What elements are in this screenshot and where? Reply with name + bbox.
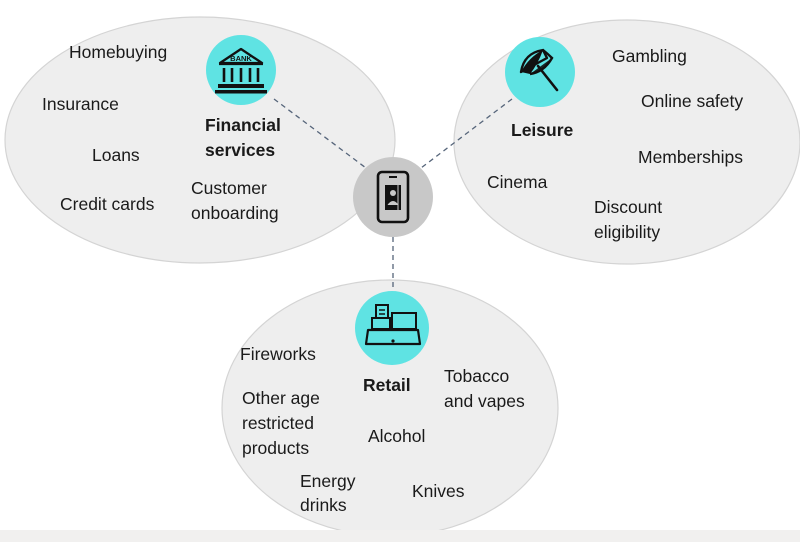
financial-item-customer-onboarding-line2: onboarding bbox=[191, 203, 279, 223]
retail-title: Retail bbox=[363, 375, 411, 395]
leisure-item-memberships: Memberships bbox=[638, 147, 744, 167]
retail-item-other-line1: Other age bbox=[242, 388, 320, 408]
connector-financial bbox=[273, 98, 367, 169]
financial-services-area bbox=[4, 16, 396, 264]
leisure-item-discount-line1: Discount bbox=[594, 197, 663, 217]
financial-services-title-line2: services bbox=[205, 140, 276, 160]
financial-item-credit-cards: Credit cards bbox=[60, 194, 155, 214]
beach-umbrella-icon bbox=[505, 37, 575, 107]
leisure-title: Leisure bbox=[511, 120, 574, 140]
retail-item-other-line2: restricted bbox=[242, 413, 314, 433]
retail-item-fireworks: Fireworks bbox=[240, 344, 316, 364]
retail-item-alcohol: Alcohol bbox=[368, 426, 426, 446]
connector-leisure bbox=[420, 98, 513, 169]
financial-item-customer-onboarding-line1: Customer bbox=[191, 178, 267, 198]
smartphone-id-icon bbox=[353, 157, 433, 237]
leisure-item-cinema: Cinema bbox=[487, 172, 548, 192]
retail-item-knives: Knives bbox=[412, 481, 465, 501]
retail-item-energy-line1: Energy bbox=[300, 471, 356, 491]
retail-item-energy-line2: drinks bbox=[300, 495, 347, 515]
retail-item-tobacco-line1: Tobacco bbox=[444, 366, 510, 386]
bank-icon: BANK bbox=[206, 35, 276, 105]
retail-item-other-line3: products bbox=[242, 438, 310, 458]
financial-services-title-line1: Financial bbox=[205, 115, 281, 135]
financial-item-insurance: Insurance bbox=[42, 94, 119, 114]
bottom-strip bbox=[0, 530, 800, 542]
leisure-item-gambling: Gambling bbox=[612, 46, 687, 66]
financial-item-homebuying: Homebuying bbox=[69, 42, 168, 62]
retail-item-tobacco-line2: and vapes bbox=[444, 391, 525, 411]
financial-item-loans: Loans bbox=[92, 145, 140, 165]
leisure-item-discount-line2: eligibility bbox=[594, 222, 661, 242]
leisure-item-online-safety: Online safety bbox=[641, 91, 744, 111]
bank-icon-text: BANK bbox=[230, 54, 252, 63]
cash-register-icon bbox=[355, 291, 429, 365]
